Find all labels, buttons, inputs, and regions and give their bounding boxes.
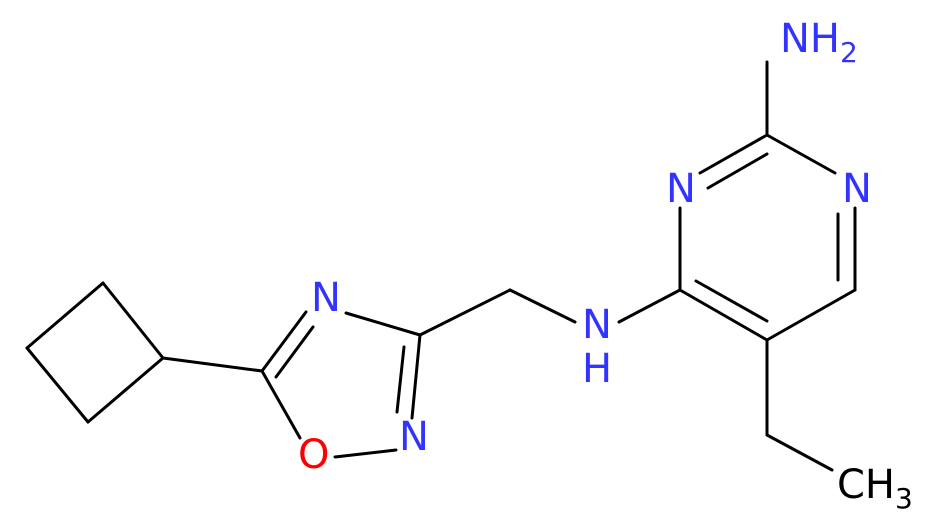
bond-c3-ch2 xyxy=(418,288,512,337)
bond-n3-c2 xyxy=(698,133,769,175)
bond-ch2-ch3 xyxy=(765,433,834,472)
bond-c6-c5 xyxy=(765,288,857,342)
bond-ch2-nh xyxy=(508,288,577,324)
atom-ch3: CH3 xyxy=(837,462,913,515)
bond-nh-c4 xyxy=(617,288,682,324)
bond-n4-c3 xyxy=(344,311,422,337)
bond-cb-1 xyxy=(25,281,105,350)
atom-o-oxadiazole: O xyxy=(298,432,329,478)
bond-cb-2 xyxy=(101,281,165,360)
bond-cb-ox xyxy=(161,356,264,373)
bond-c3-n2-double xyxy=(395,345,406,414)
bond-o1-c5 xyxy=(260,369,302,440)
atom-nh2: NH2 xyxy=(780,16,858,69)
bond-cb-3 xyxy=(86,356,165,424)
bond-n3-c2-double xyxy=(706,152,769,190)
bond-c5-n4 xyxy=(260,310,308,373)
cyclobutane-ring xyxy=(25,281,165,424)
bond-c5-c4 xyxy=(678,288,769,342)
atom-n-pyrimidine-left: N xyxy=(666,166,696,212)
atom-nh-n: N xyxy=(582,302,612,348)
pyrimidine-ring xyxy=(678,133,857,342)
bond-c3-n2 xyxy=(410,333,422,420)
atom-n-pyrimidine-right: N xyxy=(842,166,872,212)
bond-c5-n4-double xyxy=(274,325,315,379)
bond-c2-n1 xyxy=(765,133,837,175)
bond-c5-c4-double xyxy=(694,279,769,323)
oxadiazole-ring xyxy=(260,310,422,459)
bond-cb-4 xyxy=(25,346,90,424)
atom-n-oxadiazole-top: N xyxy=(311,275,341,321)
atom-n-oxadiazole-bottom: N xyxy=(399,414,429,460)
bond-n2-o1 xyxy=(333,448,398,459)
atom-nh-h: H xyxy=(582,346,612,392)
